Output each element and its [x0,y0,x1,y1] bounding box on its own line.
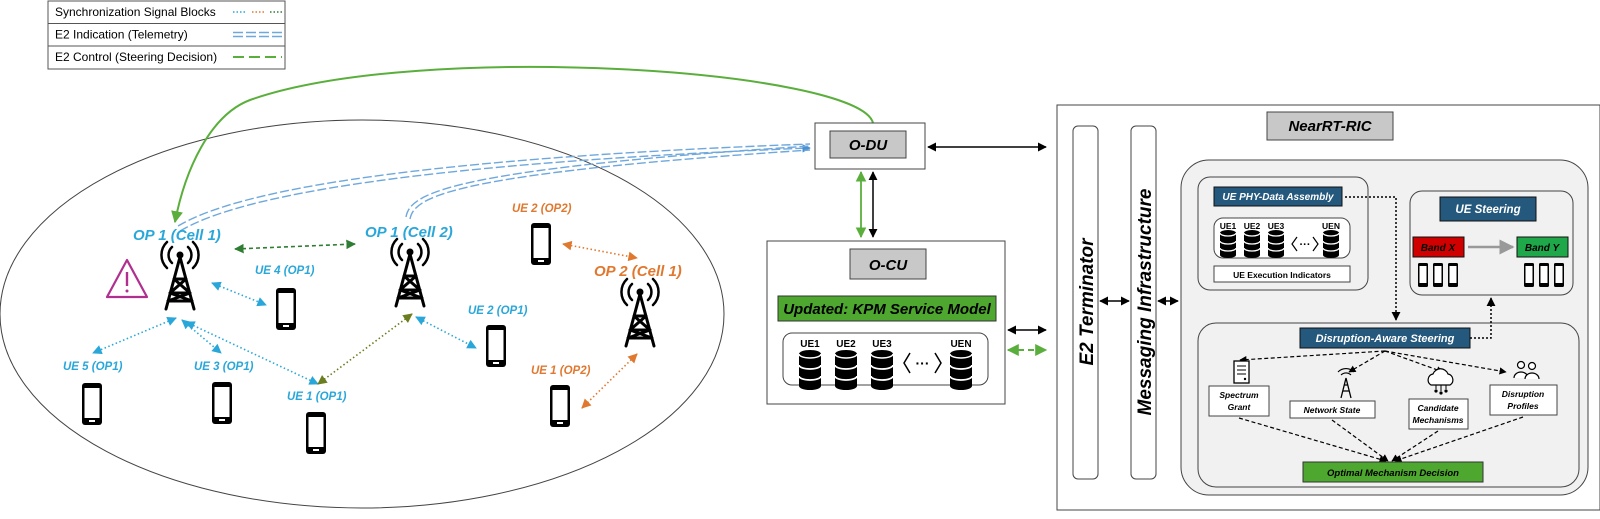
ue-label-ue4-op1: UE 4 (OP1) [255,265,315,277]
phone-icon [1448,263,1458,287]
exec-indicators-label: UE Execution Indicators [1233,270,1331,280]
ue-label-ue5-op1: UE 5 (OP1) [63,361,123,373]
phone-icon [1433,263,1443,287]
disruption-profiles: Disruption Profiles [1489,360,1558,416]
disruption-title: Disruption-Aware Steering [1316,333,1455,345]
phy-ellipsis: ··· [1300,239,1311,251]
spectrum-grant-label: Spectrum [1219,390,1259,400]
database-icon [1243,229,1261,259]
phone-icon [550,385,570,427]
optimal-decision-label: Optimal Mechanism Decision [1327,468,1459,479]
ue-label-ue1-op1: UE 1 (OP1) [287,391,347,403]
database-icon [1219,229,1237,259]
database-icon [798,349,822,391]
phy-db-label: UE3 [1268,221,1285,231]
phy-db-label: UE1 [1220,221,1237,231]
phone-icon [1418,263,1428,287]
database-icon [870,349,894,391]
legend: Synchronization Signal Blocks E2 Indicat… [47,0,286,70]
legend-e2-control-label: E2 Control (Steering Decision) [55,50,217,64]
phone-icon [306,412,326,454]
kpm-label: Updated: KPM Service Model [783,301,991,318]
network-state: Network State [1289,368,1376,419]
database-icon [949,349,973,391]
spectrum-grant: Spectrum Grant [1208,360,1270,417]
messaging-label: Messaging Infrastructure [1135,188,1156,415]
ocu-title: O-CU [869,257,908,274]
odu-box: O-DU [814,122,926,170]
ue-label-ue3-op1: UE 3 (OP1) [194,361,254,373]
antenna-icon [1337,368,1355,399]
candidate-label: Candidate [1417,403,1458,413]
cloud-network-icon [1427,368,1454,395]
database-icon [1267,229,1285,259]
legend-e2-indication-label: E2 Indication (Telemetry) [55,28,188,42]
phone-icon [1554,263,1564,287]
network-state-label: Network State [1304,405,1361,415]
band-x-box [1412,236,1465,258]
band-x-label: Band X [1421,243,1457,254]
decision-fanin-links [1238,416,1524,463]
phone-icon [212,382,232,424]
phone-icon [531,223,551,265]
people-icon [1513,360,1540,380]
cell-label-op1-cell2: OP 1 (Cell 2) [365,224,453,241]
band-y-box [1516,236,1569,258]
optimal-decision-box [1302,461,1484,483]
e2-indication-links [177,143,811,232]
ue-steering-title: UE Steering [1455,204,1520,216]
phone-icon [1524,263,1534,287]
e2-terminator-bar [1072,125,1099,480]
candidate-label: Mechanisms [1412,415,1463,425]
phy-assembly-title: UE PHY-Data Assembly [1222,192,1334,203]
phone-icon [276,288,296,330]
disruption-fanout-links [1239,350,1507,375]
candidate-mechanisms: Candidate Mechanisms [1408,368,1469,430]
spectrum-grant-label: Grant [1228,402,1252,412]
phone-icon [1539,263,1549,287]
phone-icon [486,325,506,367]
ssb-links [92,240,638,409]
inter-cell-link [234,239,356,254]
messaging-infrastructure-bar [1130,125,1157,480]
warning-icon [105,258,149,299]
phy-to-disruption-link [1345,196,1401,321]
band-y-label: Band Y [1525,243,1561,254]
disruption-to-steering-link [1470,297,1496,339]
kpm-service-model [777,295,997,322]
legend-ssb-label: Synchronization Signal Blocks [55,5,216,19]
ran-area [0,119,725,509]
profiles-label: Profiles [1507,401,1538,411]
cell-label-op2-cell1: OP 2 (Cell 1) [594,263,682,280]
e2-terminator-label: E2 Terminator [1077,237,1098,366]
phone-icon [82,383,102,425]
legend-indication-swatch [233,31,282,38]
ocu-db-label: UEN [950,339,971,350]
ue-label-ue2-op1: UE 2 (OP1) [468,305,528,317]
ocu-ellipsis: ··· [916,355,930,371]
phy-db-label: UE2 [1244,221,1261,231]
database-icon [1322,229,1340,259]
ocu-db-label: UE2 [836,339,856,350]
server-icon [1233,360,1250,384]
odu-title: O-DU [849,137,888,154]
phy-data-assembly: UE PHY-Data Assembly UE1 UE2 UE3 UEN ···… [1197,176,1369,291]
ue-label-ue2-op2: UE 2 (OP2) [512,203,572,215]
ocu-db-label: UE1 [800,339,820,350]
e2-control-link [171,65,874,224]
profiles-label: Disruption [1502,389,1545,399]
database-icon [834,349,858,391]
ocu-db-label: UE3 [872,339,892,350]
phy-db-label: UEN [1322,221,1340,231]
ue-steering: UE Steering Band X Band Y [1409,190,1574,296]
ric-title: NearRT-RIC [1288,118,1372,135]
ue-label-ue1-op2: UE 1 (OP2) [531,365,591,377]
cell-label-op1-cell1: OP 1 (Cell 1) [133,227,221,244]
ocu-box: O-CU Updated: KPM Service Model UE1 UE2 … [766,240,1006,405]
disruption-aware-steering: Disruption-Aware Steering [1197,322,1580,488]
